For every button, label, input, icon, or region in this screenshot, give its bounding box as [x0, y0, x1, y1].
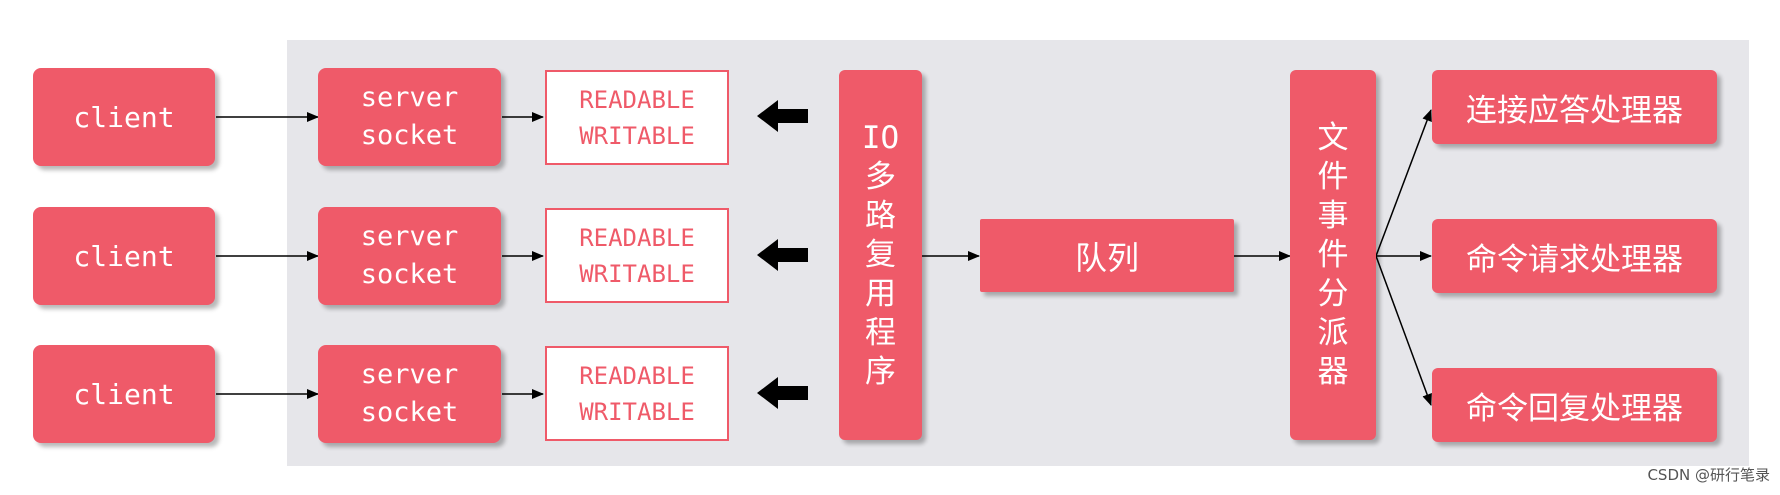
- event-readable-1: READABLE: [579, 85, 695, 114]
- event-writable-2: WRITABLE: [579, 259, 695, 288]
- mux-char-2: 路: [865, 197, 896, 234]
- server-socket-label-2b: socket: [360, 259, 459, 290]
- server-socket-label-3a: server: [360, 359, 459, 390]
- mux-char-1: 多: [865, 158, 896, 195]
- dispatcher-char-3: 件: [1317, 236, 1349, 273]
- server-socket-label-3b: socket: [360, 397, 459, 428]
- event-box-2: READABLE WRITABLE: [545, 208, 729, 303]
- server-socket-label-1b: socket: [360, 120, 459, 151]
- dispatcher-char-5: 派: [1317, 314, 1349, 351]
- block-arrow-3: [757, 377, 808, 409]
- mux-char-6: 序: [865, 353, 896, 390]
- queue-box: 队列: [980, 219, 1234, 292]
- event-dispatcher-box: 文 件 事 件 分 派 器: [1290, 70, 1376, 440]
- event-readable-2: READABLE: [579, 223, 695, 252]
- block-arrow-2: [757, 239, 808, 271]
- event-readable-3: READABLE: [579, 361, 695, 390]
- connect-accept-handler-box: 连接应答处理器: [1432, 70, 1717, 144]
- event-writable-3: WRITABLE: [579, 397, 695, 426]
- dispatcher-char-6: 器: [1317, 353, 1349, 390]
- dispatcher-char-4: 分: [1317, 275, 1349, 312]
- arrow-dispatcher-handler-3: [1375, 255, 1432, 406]
- server-socket-label-2a: server: [360, 221, 459, 252]
- server-socket-box-3: server socket: [318, 345, 501, 443]
- server-socket-label-1a: server: [360, 82, 459, 113]
- mux-char-4: 用: [865, 275, 896, 312]
- command-reply-handler-box: 命令回复处理器: [1432, 368, 1717, 442]
- event-writable-1: WRITABLE: [579, 121, 695, 150]
- dispatcher-char-0: 文: [1317, 119, 1349, 156]
- io-multiplexer-box: IO 多 路 复 用 程 序: [839, 70, 922, 440]
- dispatcher-char-1: 件: [1317, 158, 1349, 195]
- command-request-handler-box: 命令请求处理器: [1432, 219, 1717, 293]
- client-box-2: client: [33, 207, 215, 305]
- dispatcher-char-2: 事: [1317, 197, 1349, 234]
- mux-char-0: IO: [861, 119, 900, 156]
- mux-char-3: 复: [865, 236, 896, 273]
- client-box-1: client: [33, 68, 215, 166]
- credit-text: CSDN @研行笔录: [1647, 466, 1770, 484]
- block-arrow-1: [757, 100, 808, 132]
- mux-char-5: 程: [865, 314, 896, 351]
- client-box-3: client: [33, 345, 215, 443]
- server-socket-box-1: server socket: [318, 68, 501, 166]
- server-socket-box-2: server socket: [318, 207, 501, 305]
- arrow-dispatcher-handler-1: [1375, 109, 1432, 257]
- event-box-1: READABLE WRITABLE: [545, 70, 729, 165]
- event-box-3: READABLE WRITABLE: [545, 346, 729, 441]
